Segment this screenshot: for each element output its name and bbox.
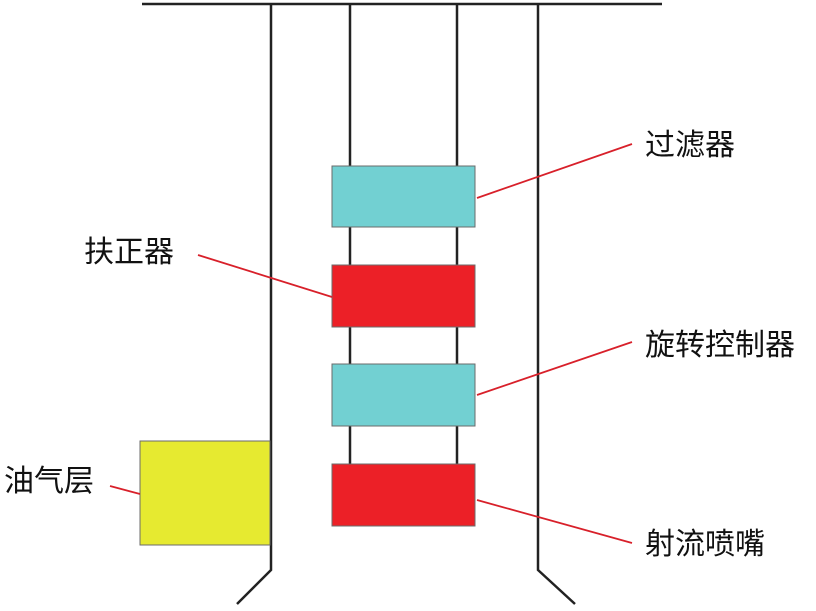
oil-gas-layer-block: [139, 440, 271, 546]
jet-nozzle-block: [331, 463, 476, 527]
centralizer-block: [331, 264, 476, 328]
casing-right-wall: [536, 4, 576, 605]
oil-gas-layer-label: 油气层: [4, 464, 94, 499]
filter-label: 过滤器: [645, 128, 735, 163]
filter-block: [331, 165, 476, 228]
rotation-controller-block: [331, 363, 476, 427]
rotation-controller-label: 旋转控制器: [645, 328, 795, 363]
jet-nozzle-leader-line: [476, 499, 633, 544]
filter-leader-line: [476, 143, 633, 199]
oil-gas-layer-leader-line: [109, 485, 141, 495]
rotation-controller-leader-line: [476, 341, 633, 396]
casing-left-wall: [236, 4, 273, 605]
jet-nozzle-label: 射流喷嘴: [645, 527, 765, 562]
centralizer-leader-line: [197, 254, 333, 298]
centralizer-label: 扶正器: [84, 235, 174, 270]
